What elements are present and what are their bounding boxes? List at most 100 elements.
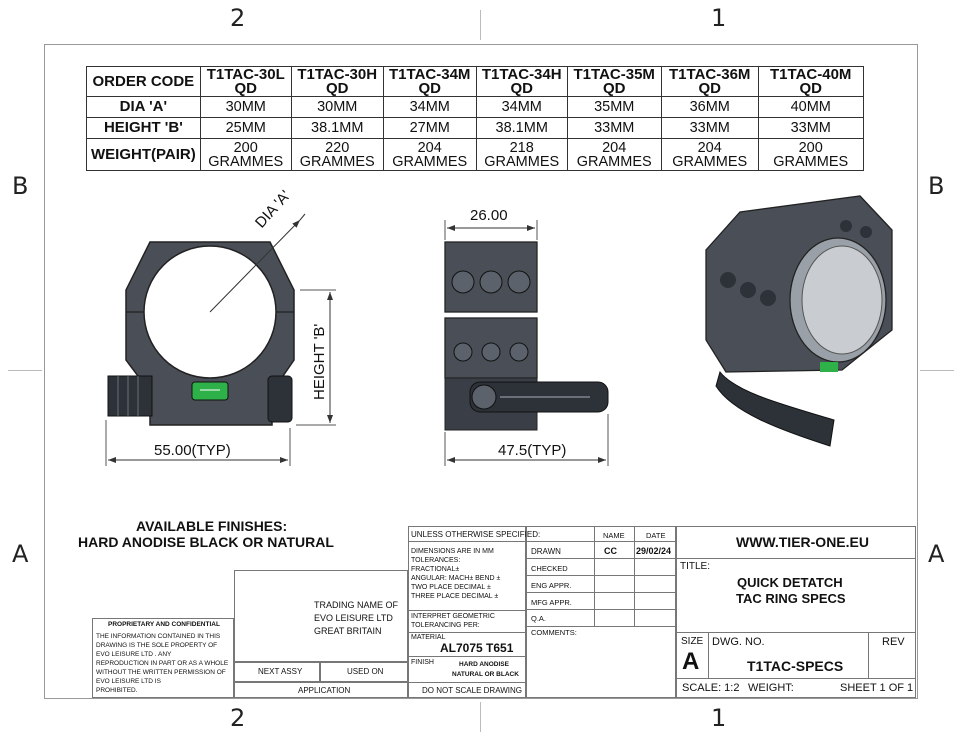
divider — [526, 558, 676, 559]
tolerance-line: DIMENSIONS ARE IN MM — [411, 548, 494, 555]
table-cell: 200 GRAMMES — [199, 138, 292, 171]
table-cell: 40MM — [757, 96, 864, 118]
tolerance-line: THREE PLACE DECIMAL ± — [411, 593, 499, 600]
divider — [708, 632, 709, 678]
zone-marker-bottom-1: 1 — [711, 704, 727, 732]
drawing-border — [44, 44, 918, 699]
table-cell: 220 GRAMMES — [290, 138, 384, 171]
proprietary-line: THE INFORMATION CONTAINED IN THIS — [96, 633, 221, 640]
front-view-ring — [107, 241, 295, 426]
zone-marker-left-a: A — [12, 540, 29, 568]
rev-label: REV — [882, 636, 905, 648]
drawing-title: QUICK DETATCH — [737, 575, 843, 590]
trading-line: EVO LEISURE LTD — [314, 613, 393, 623]
eng-appr-label: ENG APPR. — [531, 581, 572, 590]
lever-pivot-icon — [471, 384, 497, 410]
material-label: MATERIAL — [411, 634, 446, 641]
isometric-view-ring — [705, 195, 893, 447]
dwg-number: T1TAC-SPECS — [747, 658, 844, 674]
drawn-label: DRAWN — [531, 547, 561, 556]
zone-tick — [480, 10, 481, 40]
divider — [676, 558, 916, 559]
divider — [526, 609, 676, 610]
used-on-label: USED ON — [347, 667, 384, 676]
proprietary-title: PROPRIETARY AND CONFIDENTIAL — [108, 621, 220, 628]
zone-marker-right-a: A — [928, 540, 945, 568]
zone-tick — [480, 702, 481, 732]
finishes-text: HARD ANODISE BLACK OR NATURAL — [78, 534, 334, 550]
divider — [526, 575, 676, 576]
next-assy-label: NEXT ASSY — [258, 667, 303, 676]
table-row: DIA 'A' 30MM 30MM 34MM 34MM 35MM 36MM 40… — [86, 96, 864, 118]
zone-marker-bottom-2: 2 — [230, 704, 246, 732]
proprietary-line: DRAWING IS THE SOLE PROPERTY OF — [96, 642, 218, 649]
next-assy-cell — [234, 662, 320, 682]
used-on-cell — [320, 662, 408, 682]
application-label: APPLICATION — [298, 686, 351, 695]
weight-label: WEIGHT: — [748, 682, 794, 694]
zone-marker-right-b: B — [928, 172, 945, 200]
website: WWW.TIER-ONE.EU — [736, 534, 869, 550]
dwg-label: DWG. NO. — [712, 636, 765, 648]
proprietary-box — [92, 618, 234, 698]
zone-tick — [920, 370, 954, 371]
zone-marker-top-2: 2 — [230, 4, 246, 32]
drawn-name: CC — [604, 546, 617, 556]
zone-marker-top-1: 1 — [711, 4, 727, 32]
table-cell: 200 GRAMMES — [757, 138, 864, 171]
checked-label: CHECKED — [531, 564, 568, 573]
divider — [868, 632, 869, 678]
divider — [408, 682, 526, 683]
material-value: AL7075 T651 — [440, 641, 514, 655]
tolerance-line: FRACTIONAL± — [411, 566, 460, 573]
height-label: HEIGHT 'B' — [311, 323, 328, 400]
divider — [408, 632, 526, 633]
proprietary-line: REPRODUCTION IN PART OR AS A WHOLE — [96, 660, 229, 667]
zone-tick — [8, 370, 42, 371]
divider — [408, 610, 526, 611]
width-front-label: 55.00(TYP) — [154, 442, 231, 459]
table-header-cell: T1TAC-40M QD — [757, 66, 864, 97]
divider — [526, 626, 676, 627]
divider — [526, 592, 676, 593]
divider — [634, 526, 635, 626]
title-block-trading — [234, 570, 408, 662]
name-header: NAME — [603, 531, 625, 540]
divider — [676, 678, 916, 679]
divider — [676, 632, 916, 633]
approvals-block — [526, 526, 676, 698]
row-label: HEIGHT 'B' — [86, 117, 201, 139]
divider — [526, 541, 676, 542]
width-side-label: 47.5(TYP) — [498, 442, 567, 459]
trading-line: GREAT BRITAIN — [314, 626, 382, 636]
mfg-appr-label: MFG APPR. — [531, 598, 572, 607]
trading-line: TRADING NAME OF — [314, 600, 399, 610]
table-row: WEIGHT(PAIR) 200 GRAMMES 220 GRAMMES 204… — [86, 138, 864, 171]
proprietary-line: WITHOUT THE WRITTEN PERMISSION OF — [96, 669, 226, 676]
width-top-label: 26.00 — [470, 207, 508, 224]
table-cell: 204 GRAMMES — [382, 138, 477, 171]
row-label: DIA 'A' — [86, 96, 201, 118]
scale-label: SCALE: 1:2 — [682, 682, 740, 694]
spec-table: ORDER CODE T1TAC-30L QD T1TAC-30H QD T1T… — [86, 66, 864, 171]
table-header-order-code: ORDER CODE — [86, 66, 201, 97]
divider — [408, 656, 526, 657]
level-bubble-icon — [191, 381, 229, 401]
unless-specified: UNLESS OTHERWISE SPECIFIED: — [411, 530, 541, 539]
table-cell: 218 GRAMMES — [475, 138, 568, 171]
table-cell: 204 GRAMMES — [660, 138, 759, 171]
proprietary-line: EVO LEISURE LTD . ANY — [96, 651, 172, 658]
divider — [408, 541, 526, 542]
comments-label: COMMENTS: — [531, 628, 577, 637]
qa-label: Q.A. — [531, 614, 547, 623]
size-value: A — [682, 648, 700, 675]
company-block — [676, 526, 916, 698]
table-cell: 35MM — [566, 96, 662, 118]
tolerance-line: ANGULAR: MACH± BEND ± — [411, 575, 501, 582]
row-label: WEIGHT(PAIR) — [86, 138, 201, 171]
zone-marker-left-b: B — [12, 172, 29, 200]
finish-value: HARD ANODISE — [459, 661, 509, 668]
sheet-label: SHEET 1 OF 1 — [840, 682, 914, 694]
interpret-line: TOLERANCING PER: — [411, 622, 480, 629]
